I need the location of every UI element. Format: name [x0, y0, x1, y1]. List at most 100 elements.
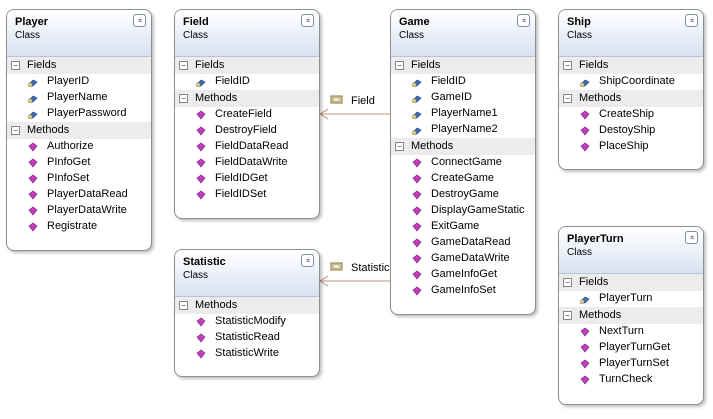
method-item[interactable]: PlaceShip — [559, 139, 703, 155]
method-item[interactable]: Registrate — [7, 219, 151, 235]
method-item[interactable]: StatisticModify — [175, 314, 319, 330]
collapse-toggle-icon[interactable]: − — [179, 94, 188, 103]
collapse-toggle-icon[interactable]: − — [179, 301, 188, 310]
collapse-toggle-icon[interactable]: − — [563, 94, 572, 103]
collapse-toggle-icon[interactable]: − — [563, 311, 572, 320]
method-item[interactable]: DisplayGameStatic — [391, 203, 535, 219]
field-icon — [27, 77, 38, 88]
member-name: StatisticRead — [215, 331, 280, 343]
class-type: Class — [567, 247, 593, 258]
collapse-icon[interactable]: « — [685, 231, 698, 244]
fields-section-header[interactable]: −Fields — [7, 57, 151, 74]
collapse-toggle-icon[interactable]: − — [395, 61, 404, 70]
collapse-toggle-icon[interactable]: − — [11, 126, 20, 135]
method-item[interactable]: NextTurn — [559, 324, 703, 340]
field-item[interactable]: ShipCoordinate — [559, 74, 703, 90]
class-name: Game — [399, 16, 430, 28]
methods-section-header[interactable]: −Methods — [391, 138, 535, 155]
section-label: Fields — [411, 59, 441, 71]
method-item[interactable]: DestroyGame — [391, 187, 535, 203]
section-label: Fields — [579, 59, 609, 71]
field-item[interactable]: PlayerName1 — [391, 106, 535, 122]
field-item[interactable]: PlayerName2 — [391, 122, 535, 138]
field-item[interactable]: PlayerName — [7, 90, 151, 106]
fields-section-header[interactable]: −Fields — [175, 57, 319, 74]
class-name: Field — [183, 16, 209, 28]
member-name: ConnectGame — [431, 156, 502, 168]
member-name: FieldIDSet — [215, 188, 267, 200]
method-item[interactable]: PlayerTurnSet — [559, 356, 703, 372]
section-label: Fields — [579, 276, 609, 288]
property-icon — [330, 262, 343, 271]
method-item[interactable]: ConnectGame — [391, 155, 535, 171]
method-icon — [28, 142, 38, 152]
method-item[interactable]: FieldDataWrite — [175, 155, 319, 171]
fields-section-header[interactable]: −Fields — [559, 274, 703, 291]
member-name: PlayerDataRead — [47, 188, 128, 200]
collapse-icon[interactable]: « — [301, 254, 314, 267]
method-item[interactable]: FieldIDGet — [175, 171, 319, 187]
collapse-toggle-icon[interactable]: − — [179, 61, 188, 70]
fields-section-header[interactable]: −Fields — [559, 57, 703, 74]
methods-section-header[interactable]: −Methods — [175, 90, 319, 107]
method-item[interactable]: GameInfoSet — [391, 283, 535, 299]
collapse-icon[interactable]: « — [301, 14, 314, 27]
field-item[interactable]: FieldID — [175, 74, 319, 90]
method-item[interactable]: PlayerDataRead — [7, 187, 151, 203]
method-item[interactable]: GameInfoGet — [391, 267, 535, 283]
collapse-icon[interactable]: « — [133, 14, 146, 27]
methods-section-header[interactable]: −Methods — [559, 90, 703, 107]
method-item[interactable]: CreateShip — [559, 107, 703, 123]
collapse-toggle-icon[interactable]: − — [395, 142, 404, 151]
collapse-toggle-icon[interactable]: − — [11, 61, 20, 70]
method-item[interactable]: StatisticRead — [175, 330, 319, 346]
method-item[interactable]: Authorize — [7, 139, 151, 155]
method-item[interactable]: PlayerTurnGet — [559, 340, 703, 356]
method-item[interactable]: GameDataRead — [391, 235, 535, 251]
method-item[interactable]: PInfoSet — [7, 171, 151, 187]
field-item[interactable]: PlayerTurn — [559, 291, 703, 307]
collapse-icon[interactable]: « — [685, 14, 698, 27]
field-item[interactable]: PlayerPassword — [7, 106, 151, 122]
method-item[interactable]: FieldIDSet — [175, 187, 319, 203]
member-name: CreateField — [215, 108, 272, 120]
field-item[interactable]: GameID — [391, 90, 535, 106]
field-item[interactable]: PlayerID — [7, 74, 151, 90]
collapse-toggle-icon[interactable]: − — [563, 278, 572, 287]
class-type: Class — [399, 30, 425, 41]
method-item[interactable]: PInfoGet — [7, 155, 151, 171]
method-item[interactable]: DestroyField — [175, 123, 319, 139]
collapse-icon[interactable]: « — [517, 14, 530, 27]
class-name: Player — [15, 16, 49, 28]
method-item[interactable]: TurnCheck — [559, 372, 703, 388]
method-item[interactable]: CreateField — [175, 107, 319, 123]
fields-section-header[interactable]: −Fields — [391, 57, 535, 74]
method-icon — [196, 349, 206, 359]
method-item[interactable]: PlayerDataWrite — [7, 203, 151, 219]
methods-section-header[interactable]: −Methods — [7, 122, 151, 139]
method-item[interactable]: StatisticWrite — [175, 346, 319, 362]
collapse-toggle-icon[interactable]: − — [563, 61, 572, 70]
methods-section-header[interactable]: −Methods — [559, 307, 703, 324]
method-item[interactable]: GameDataWrite — [391, 251, 535, 267]
method-item[interactable]: DestoyShip — [559, 123, 703, 139]
method-item[interactable]: CreateGame — [391, 171, 535, 187]
field-item[interactable]: FieldID — [391, 74, 535, 90]
methods-section-header[interactable]: −Methods — [175, 297, 319, 314]
member-name: PInfoGet — [47, 156, 91, 168]
method-icon — [196, 110, 206, 120]
method-item[interactable]: ExitGame — [391, 219, 535, 235]
member-name: PlaceShip — [599, 140, 649, 152]
method-item[interactable]: FieldDataRead — [175, 139, 319, 155]
